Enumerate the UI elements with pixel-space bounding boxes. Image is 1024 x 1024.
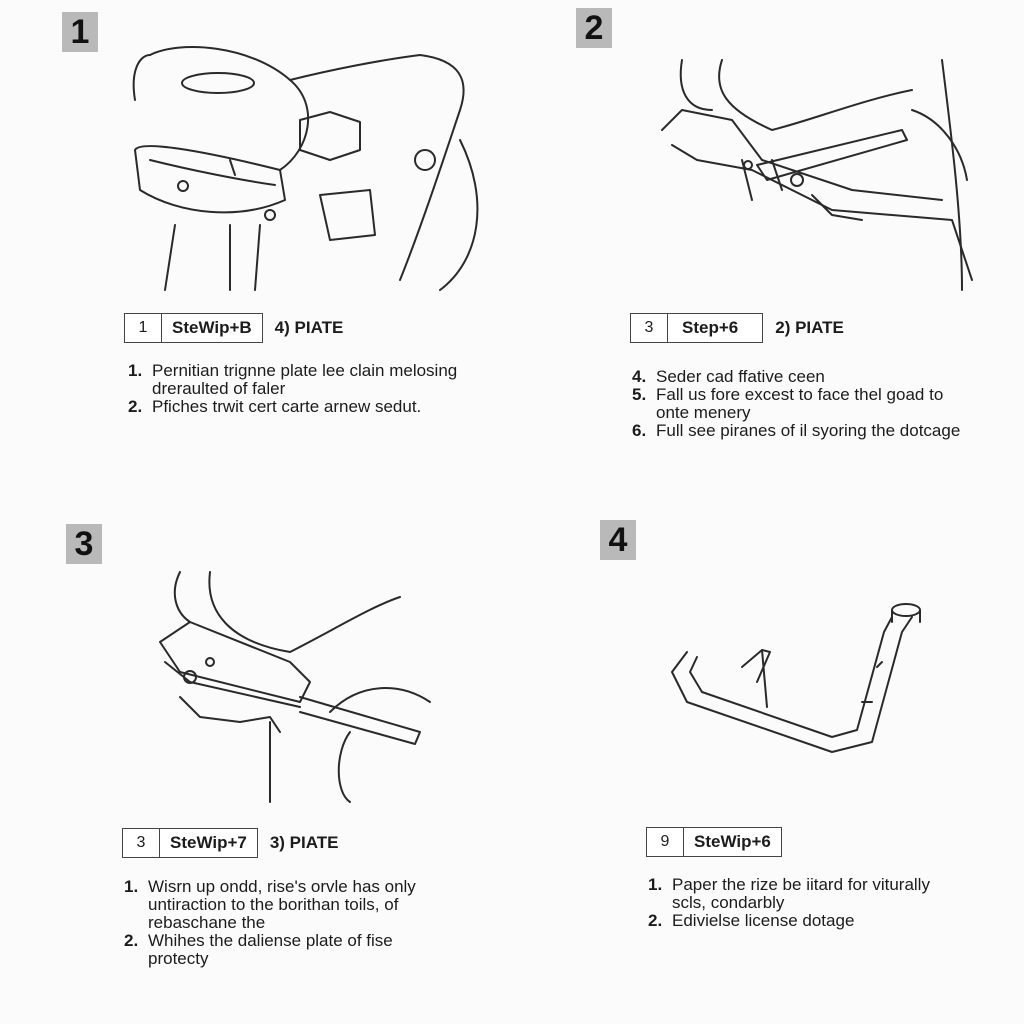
- step-number: 3: [123, 829, 160, 857]
- list-item: 1.Paper the rize be iitard for viturally…: [648, 875, 930, 912]
- step-label: 3 Step+6 2) PIATE: [630, 313, 844, 343]
- step-label: 3 SteWip+7 3) PIATE: [122, 828, 338, 858]
- list-item: 2.Pfiches trwit cert carte arnew sedut.: [128, 397, 422, 416]
- step-part: 2) PIATE: [775, 318, 844, 337]
- list-item: 6.Full see piranes of il syoring the dot…: [632, 421, 961, 440]
- step-name: Step+6: [682, 318, 739, 337]
- license-bracket-mounting-icon: [512, 0, 1024, 310]
- step-name: SteWip+6: [694, 832, 771, 851]
- list-item: 4.Seder cad ffative ceen: [632, 367, 825, 386]
- step-number: 1: [125, 314, 162, 342]
- license-plate-bracket-icon: [512, 512, 1024, 822]
- panel-number: 2: [576, 8, 612, 48]
- list-item: 2.Edivielse license dotage: [648, 911, 855, 930]
- step-panel-4: 4 9 SteWip+6 1.Paper the rize be iitard …: [512, 512, 1024, 1024]
- list-item: 5.Fall us fore excest to face thel goad …: [632, 385, 944, 422]
- list-item: 1.Pernitian trignne plate lee clain melo…: [128, 361, 458, 398]
- step-number: 9: [647, 828, 684, 856]
- step-label: 9 SteWip+6: [646, 827, 782, 857]
- step-name: SteWip+B: [172, 318, 252, 337]
- step-name: SteWip+7: [170, 833, 247, 852]
- step-number: 3: [631, 314, 668, 342]
- step-panel-2: 2 3 Step+6 2) PIATE 4.Seder cad ffative …: [512, 0, 1024, 512]
- motorcycle-rear-fender-icon: [0, 0, 512, 310]
- panel-number: 4: [600, 520, 636, 560]
- step-panel-3: 3 3 SteWip+7 3) PIATE 1.Wisrn up ondd, r…: [0, 512, 512, 1024]
- step-part: 3) PIATE: [269, 833, 339, 852]
- step-part: 4) PIATE: [274, 318, 344, 337]
- instruction-list: 4.Seder cad ffative ceen 5.Fall us fore …: [632, 368, 1017, 440]
- bracket-attach-frame-icon: [0, 512, 512, 822]
- panel-number: 3: [66, 524, 102, 564]
- instruction-list: 1.Paper the rize be iitard for viturally…: [648, 876, 1018, 930]
- instruction-list: 1.Pernitian trignne plate lee clain melo…: [128, 362, 508, 416]
- step-label: 1 SteWip+B 4) PIATE: [124, 313, 343, 343]
- panel-number: 1: [62, 12, 98, 52]
- step-panel-1: 1 1 SteWip+B 4) PIATE 1.Pernitian trignn…: [0, 0, 512, 512]
